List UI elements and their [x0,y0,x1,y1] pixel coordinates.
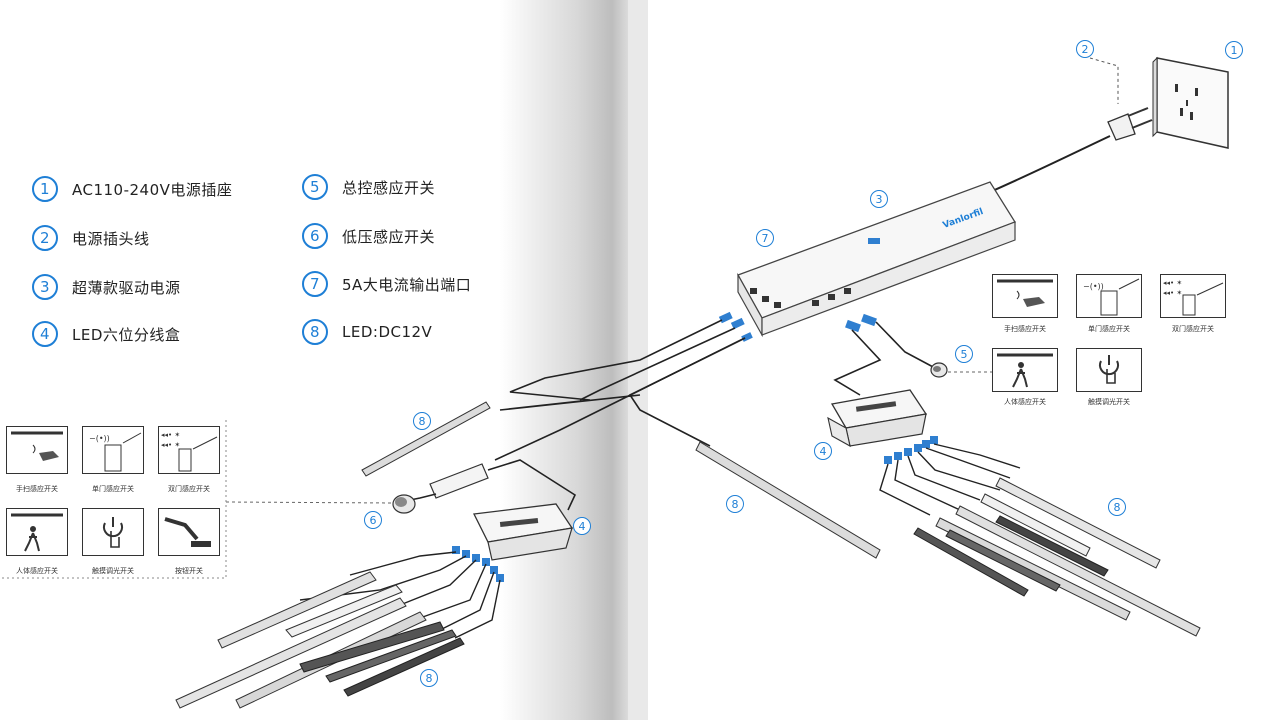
double-door-switch-icon: ◂◂• ✶ ◂◂• ✶ [1160,274,1226,318]
hand-wave-switch-icon [992,274,1058,318]
legend-number: 4 [32,321,58,347]
switch-caption: 单门感应开关 [1088,325,1130,333]
single-door-switch-icon: −(•)) [82,426,144,474]
right-led-strips [913,477,1201,637]
svg-text:◂◂• ✶: ◂◂• ✶ [1163,289,1182,297]
legend-item-7: 7 5A大电流输出端口 [302,271,471,297]
legend-item-5: 5 总控感应开关 [302,174,435,200]
legend-number: 2 [32,225,58,251]
switch-caption: 手扫感应开关 [1004,325,1046,333]
legend-label: LED:DC12V [342,323,433,341]
svg-text:−(•)): −(•)) [1083,282,1104,291]
legend-item-6: 6 低压感应开关 [302,223,435,249]
legend-item-8: 8 LED:DC12V [302,319,432,345]
left-distribution-box [452,503,574,582]
human-body-switch-icon [6,508,68,556]
legend-label: 低压感应开关 [342,227,436,246]
driver-power-supply [737,181,1016,338]
left-led-strips [175,401,491,709]
switch-caption: 双门感应开关 [168,485,210,493]
switch-caption: 人体感应开关 [1004,398,1046,406]
output-connectors [718,311,877,342]
callout-strip-a: 8 [413,412,431,430]
switch-caption: 触摸调光开关 [92,567,134,575]
touch-dimmer-switch-icon [1076,348,1142,392]
svg-text:◂◂• ✶: ◂◂• ✶ [161,441,180,449]
callout-port: 7 [756,229,774,247]
callout-sensor-right: 5 [955,345,973,363]
callout-strip-c: 8 [1108,498,1126,516]
legend-label: AC110-240V电源插座 [72,180,233,199]
push-button-switch-icon [158,508,220,556]
wall-socket [1152,56,1229,149]
callout-box-left: 4 [573,517,591,535]
human-body-switch-icon [992,348,1058,392]
legend-item-3: 3 超薄款驱动电源 [32,274,181,300]
svg-text:◂◂• ✶: ◂◂• ✶ [161,431,180,439]
switch-caption: 按钮开关 [175,567,203,575]
switch-caption: 单门感应开关 [92,485,134,493]
low-voltage-sensor-module [225,463,489,514]
legend-label: 超薄款驱动电源 [72,278,181,297]
callout-box-right: 4 [814,442,832,460]
switch-caption: 双门感应开关 [1172,325,1214,333]
legend-number: 8 [302,319,328,345]
legend-item-1: 1 AC110-240V电源插座 [32,176,232,202]
callout-driver: 3 [870,190,888,208]
right-distribution-box [827,389,938,464]
callout-plug: 2 [1076,40,1094,58]
legend-label: 5A大电流输出端口 [342,275,472,294]
svg-text:−(•)): −(•)) [89,434,110,443]
callout-socket: 1 [1225,41,1243,59]
single-door-switch-icon: −(•)) [1076,274,1142,318]
legend-number: 6 [302,223,328,249]
legend-label: LED六位分线盒 [72,325,181,344]
svg-text:◂◂• ✶: ◂◂• ✶ [1163,279,1182,287]
touch-dimmer-switch-icon [82,508,144,556]
switch-caption: 手扫感应开关 [16,485,58,493]
callout-sensor-left: 6 [364,511,382,529]
legend-number: 1 [32,176,58,202]
legend-item-2: 2 电源插头线 [32,225,150,251]
legend-number: 7 [302,271,328,297]
legend-label: 总控感应开关 [342,178,436,197]
legend-number: 5 [302,174,328,200]
callout-strip-b: 8 [726,495,744,513]
switch-caption: 人体感应开关 [16,567,58,575]
switch-caption: 触摸调光开关 [1088,398,1130,406]
power-plug [1089,57,1153,141]
legend-item-4: 4 LED六位分线盒 [32,321,180,347]
legend-label: 电源插头线 [72,229,150,248]
callout-strip-d: 8 [420,669,438,687]
legend-number: 3 [32,274,58,300]
double-door-switch-icon: ◂◂• ✶ ◂◂• ✶ [158,426,220,474]
hand-wave-switch-icon [6,426,68,474]
